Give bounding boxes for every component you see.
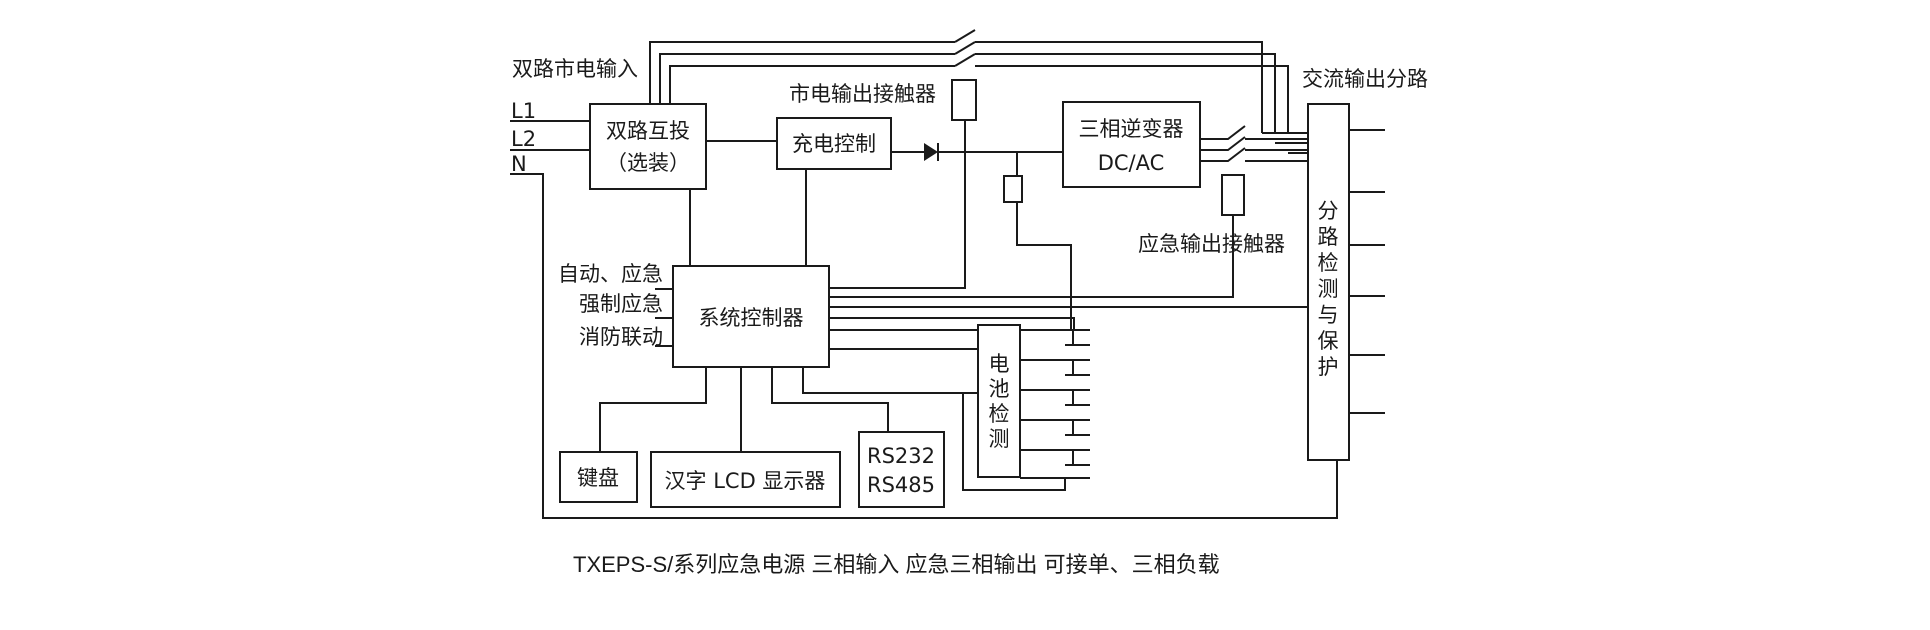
battery-detect-char-2: 池 — [989, 377, 1010, 401]
lcd-block — [650, 451, 841, 508]
inverter-block — [1062, 101, 1201, 188]
system-controller-label: 系统控制器 — [699, 306, 804, 330]
system-controller-block — [672, 265, 830, 368]
mains-contactor-drive — [826, 120, 966, 289]
keyboard-block — [559, 451, 638, 503]
battery-detect-char-4: 测 — [989, 427, 1010, 451]
comm-block — [858, 431, 945, 508]
branch-outputs — [1349, 129, 1385, 414]
mains-contactor-label: 市电输出接触器 — [789, 82, 936, 106]
branch-protect-block — [1307, 103, 1350, 461]
comm-label-2: RS485 — [867, 473, 935, 497]
lcd-label: 汉字 LCD 显示器 — [665, 469, 826, 493]
battery-stack — [1050, 329, 1090, 479]
mains-contactor-coil — [951, 79, 977, 121]
n-line — [510, 173, 1338, 519]
wiring — [510, 29, 1385, 519]
branch-protect-char-1: 分 — [1318, 199, 1339, 223]
bypass-line-1 — [649, 29, 976, 110]
battery-return — [962, 392, 1066, 491]
inverter-label-1: 三相逆变器 — [1079, 117, 1184, 141]
branch-protect-char-7: 护 — [1318, 355, 1339, 379]
branch-protect-char-3: 检 — [1318, 251, 1339, 275]
diagram-caption: TXEPS-S/系列应急电源 三相输入 应急三相输出 可接单、三相负载 — [573, 552, 1220, 577]
l2-label: L2 — [511, 127, 536, 151]
controller-to-comm — [771, 367, 889, 432]
comm-label-1: RS232 — [867, 444, 935, 468]
dual-switch-block — [589, 103, 707, 190]
bypass-out-2 — [975, 53, 1276, 133]
bus-fuse — [1003, 175, 1023, 203]
branch-protect-char-5: 与 — [1318, 303, 1339, 327]
controller-to-keyboard — [599, 367, 707, 452]
bus-to-battery — [1016, 202, 1072, 330]
battery-detect-block — [977, 324, 1021, 478]
diode-icon — [924, 143, 938, 161]
branch-protect-char-4: 测 — [1318, 277, 1339, 301]
dual-switch-label-1: 双路互投 — [606, 119, 690, 143]
n-label: N — [511, 152, 527, 176]
dual-mains-input-label: 双路市电输入 — [512, 57, 638, 81]
charge-control-label: 充电控制 — [792, 132, 876, 156]
bypass-to-branch — [1262, 132, 1308, 154]
emergency-contactor-label: 应急输出接触器 — [1138, 232, 1285, 256]
inverter-out-switch — [1200, 125, 1246, 162]
dual-switch-label-2: （选装） — [606, 151, 690, 175]
bypass-out-1 — [975, 41, 1263, 133]
emergency-contactor-drive — [829, 215, 1234, 298]
inverter-to-branch — [1245, 138, 1308, 162]
battery-detect-char-1: 电 — [989, 352, 1010, 376]
branch-protect-char-6: 保 — [1318, 329, 1339, 353]
branch-protect-char-2: 路 — [1318, 225, 1339, 249]
controller-battery-line-1 — [829, 317, 1075, 330]
battery-detect-char-3: 检 — [989, 402, 1010, 426]
battery-detect-taps — [1020, 359, 1050, 479]
inverter-label-2: DC/AC — [1098, 151, 1165, 175]
charge-control-block — [776, 117, 892, 170]
keyboard-label: 键盘 — [577, 466, 619, 490]
controller-to-battery-low — [802, 367, 963, 394]
ac-output-branch-label: 交流输出分路 — [1302, 67, 1428, 91]
fire-linkage-label: 消防联动 — [579, 325, 663, 349]
emergency-contactor-coil — [1221, 174, 1245, 216]
auto-emergency-label: 自动、应急 — [558, 262, 663, 286]
bypass-line-2 — [659, 41, 976, 110]
bypass-out-3 — [975, 65, 1289, 133]
forced-emergency-label: 强制应急 — [579, 292, 663, 316]
l1-label: L1 — [511, 99, 536, 123]
bypass-line-3 — [669, 53, 976, 110]
